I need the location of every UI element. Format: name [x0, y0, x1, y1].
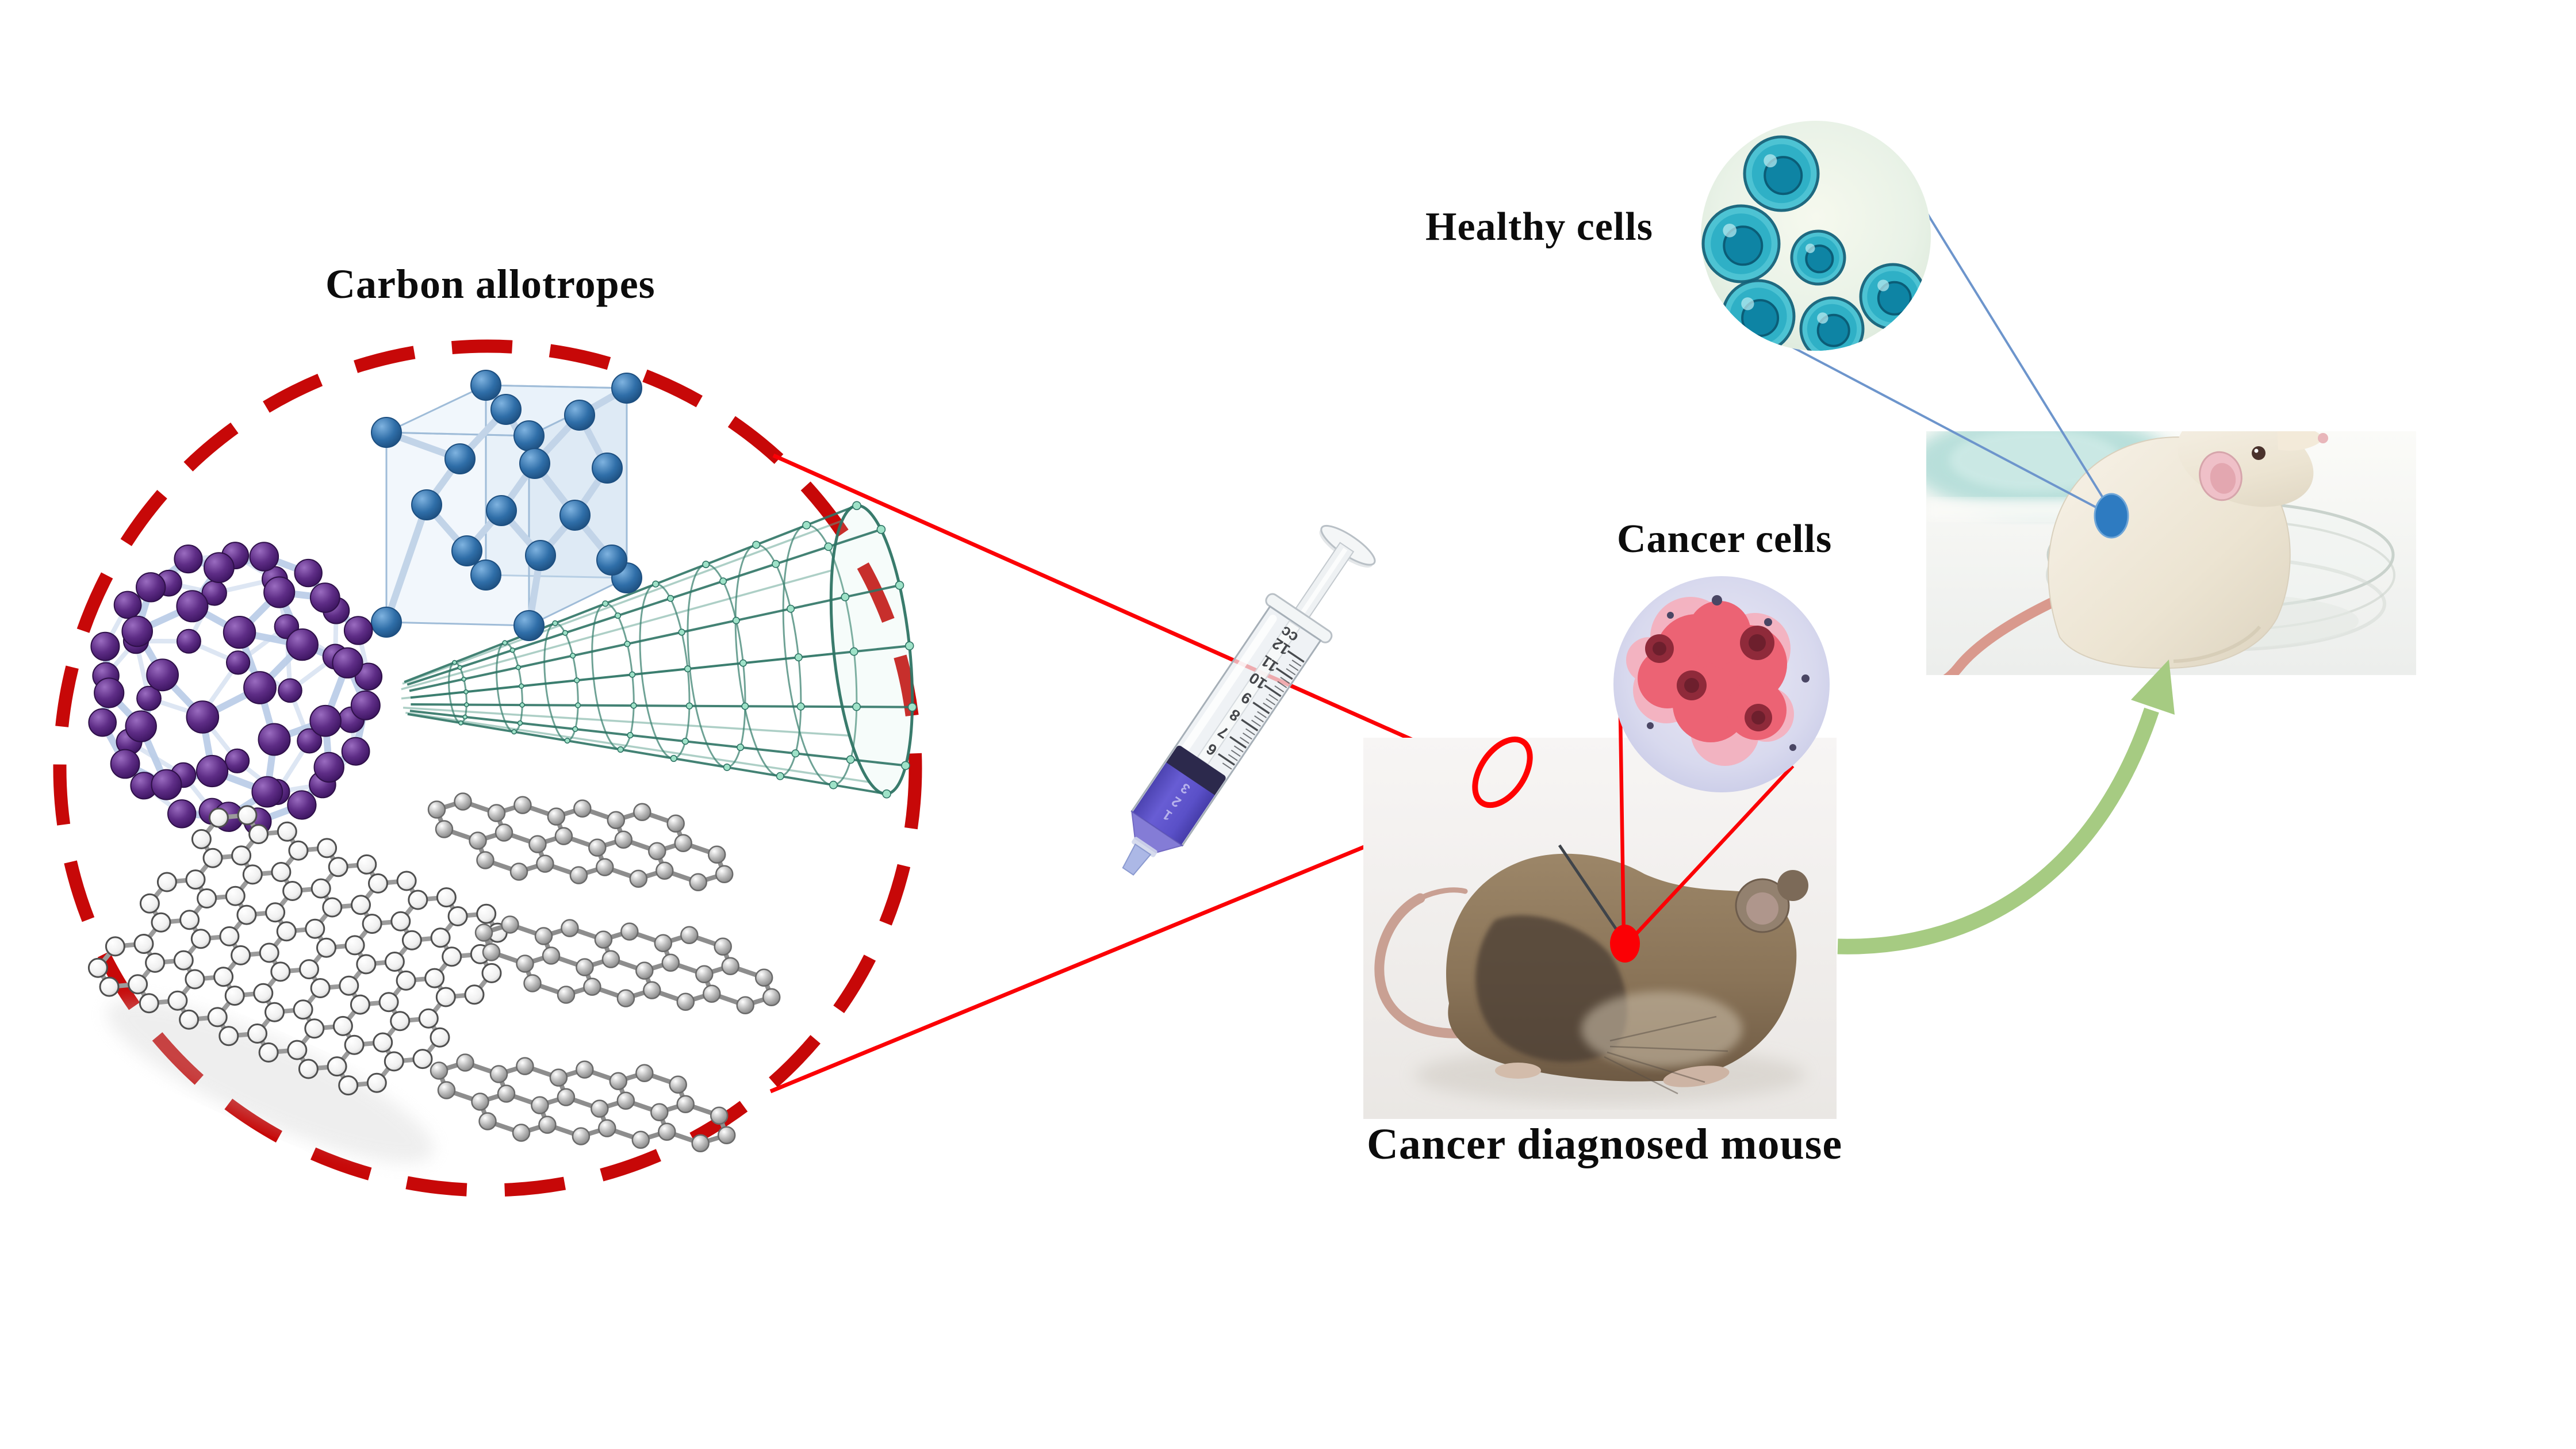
carbon-allotropes-title: Carbon allotropes: [325, 261, 656, 307]
red-connector-top: [772, 453, 1497, 779]
syringe-icon: cc 12 11 10 9 8 7 6 3 2 1: [1122, 524, 1376, 876]
healthy-mouse-eye: [2252, 446, 2266, 460]
graphene-shadow: [106, 999, 434, 1163]
fullerene-icon: [88, 542, 383, 836]
cancer-cells-image: [1613, 576, 1830, 792]
syringe-needle: [1558, 844, 1625, 941]
carbon-nanotube-icon: [401, 501, 917, 799]
healthy-cells-image: [1701, 121, 1931, 351]
graphite-layers-icon: [427, 792, 781, 1152]
cancer-mouse-front-paw: [1495, 1063, 1541, 1079]
graphene-sheet-icon: [87, 805, 508, 1096]
cancer-mouse-whiskers: [1604, 1015, 1728, 1095]
recovery-arrowhead: [2131, 660, 2175, 715]
healthy-mouse-tail: [1943, 593, 2067, 675]
syringe-stopper: [1166, 745, 1226, 797]
carbon-allotropes-dashed-circle: [53, 339, 922, 1197]
target-site-dot: [2094, 493, 2129, 539]
syringe-hub: [1122, 843, 1152, 876]
recovery-arrow: [1837, 707, 2159, 954]
blue-connector-left: [1738, 317, 2105, 513]
healthy-cells-label: Healthy cells: [1425, 205, 1653, 249]
diamond-lattice-icon: [371, 370, 642, 641]
cancer-diagnosed-mouse-label: Cancer diagnosed mouse: [1367, 1120, 1843, 1168]
healthy-mouse-photo: [1926, 431, 2416, 675]
red-connector-cancer-right: [1631, 764, 1795, 939]
cancer-cells-label: Cancer cells: [1617, 517, 1833, 561]
injection-site-dot: [1610, 925, 1640, 963]
dose-highlight-ellipse: [1472, 736, 1533, 808]
healthy-mouse-nose: [2318, 433, 2328, 443]
red-connector-cancer-left: [1618, 714, 1626, 938]
cancer-mouse-hind-foot: [1663, 1065, 1730, 1087]
